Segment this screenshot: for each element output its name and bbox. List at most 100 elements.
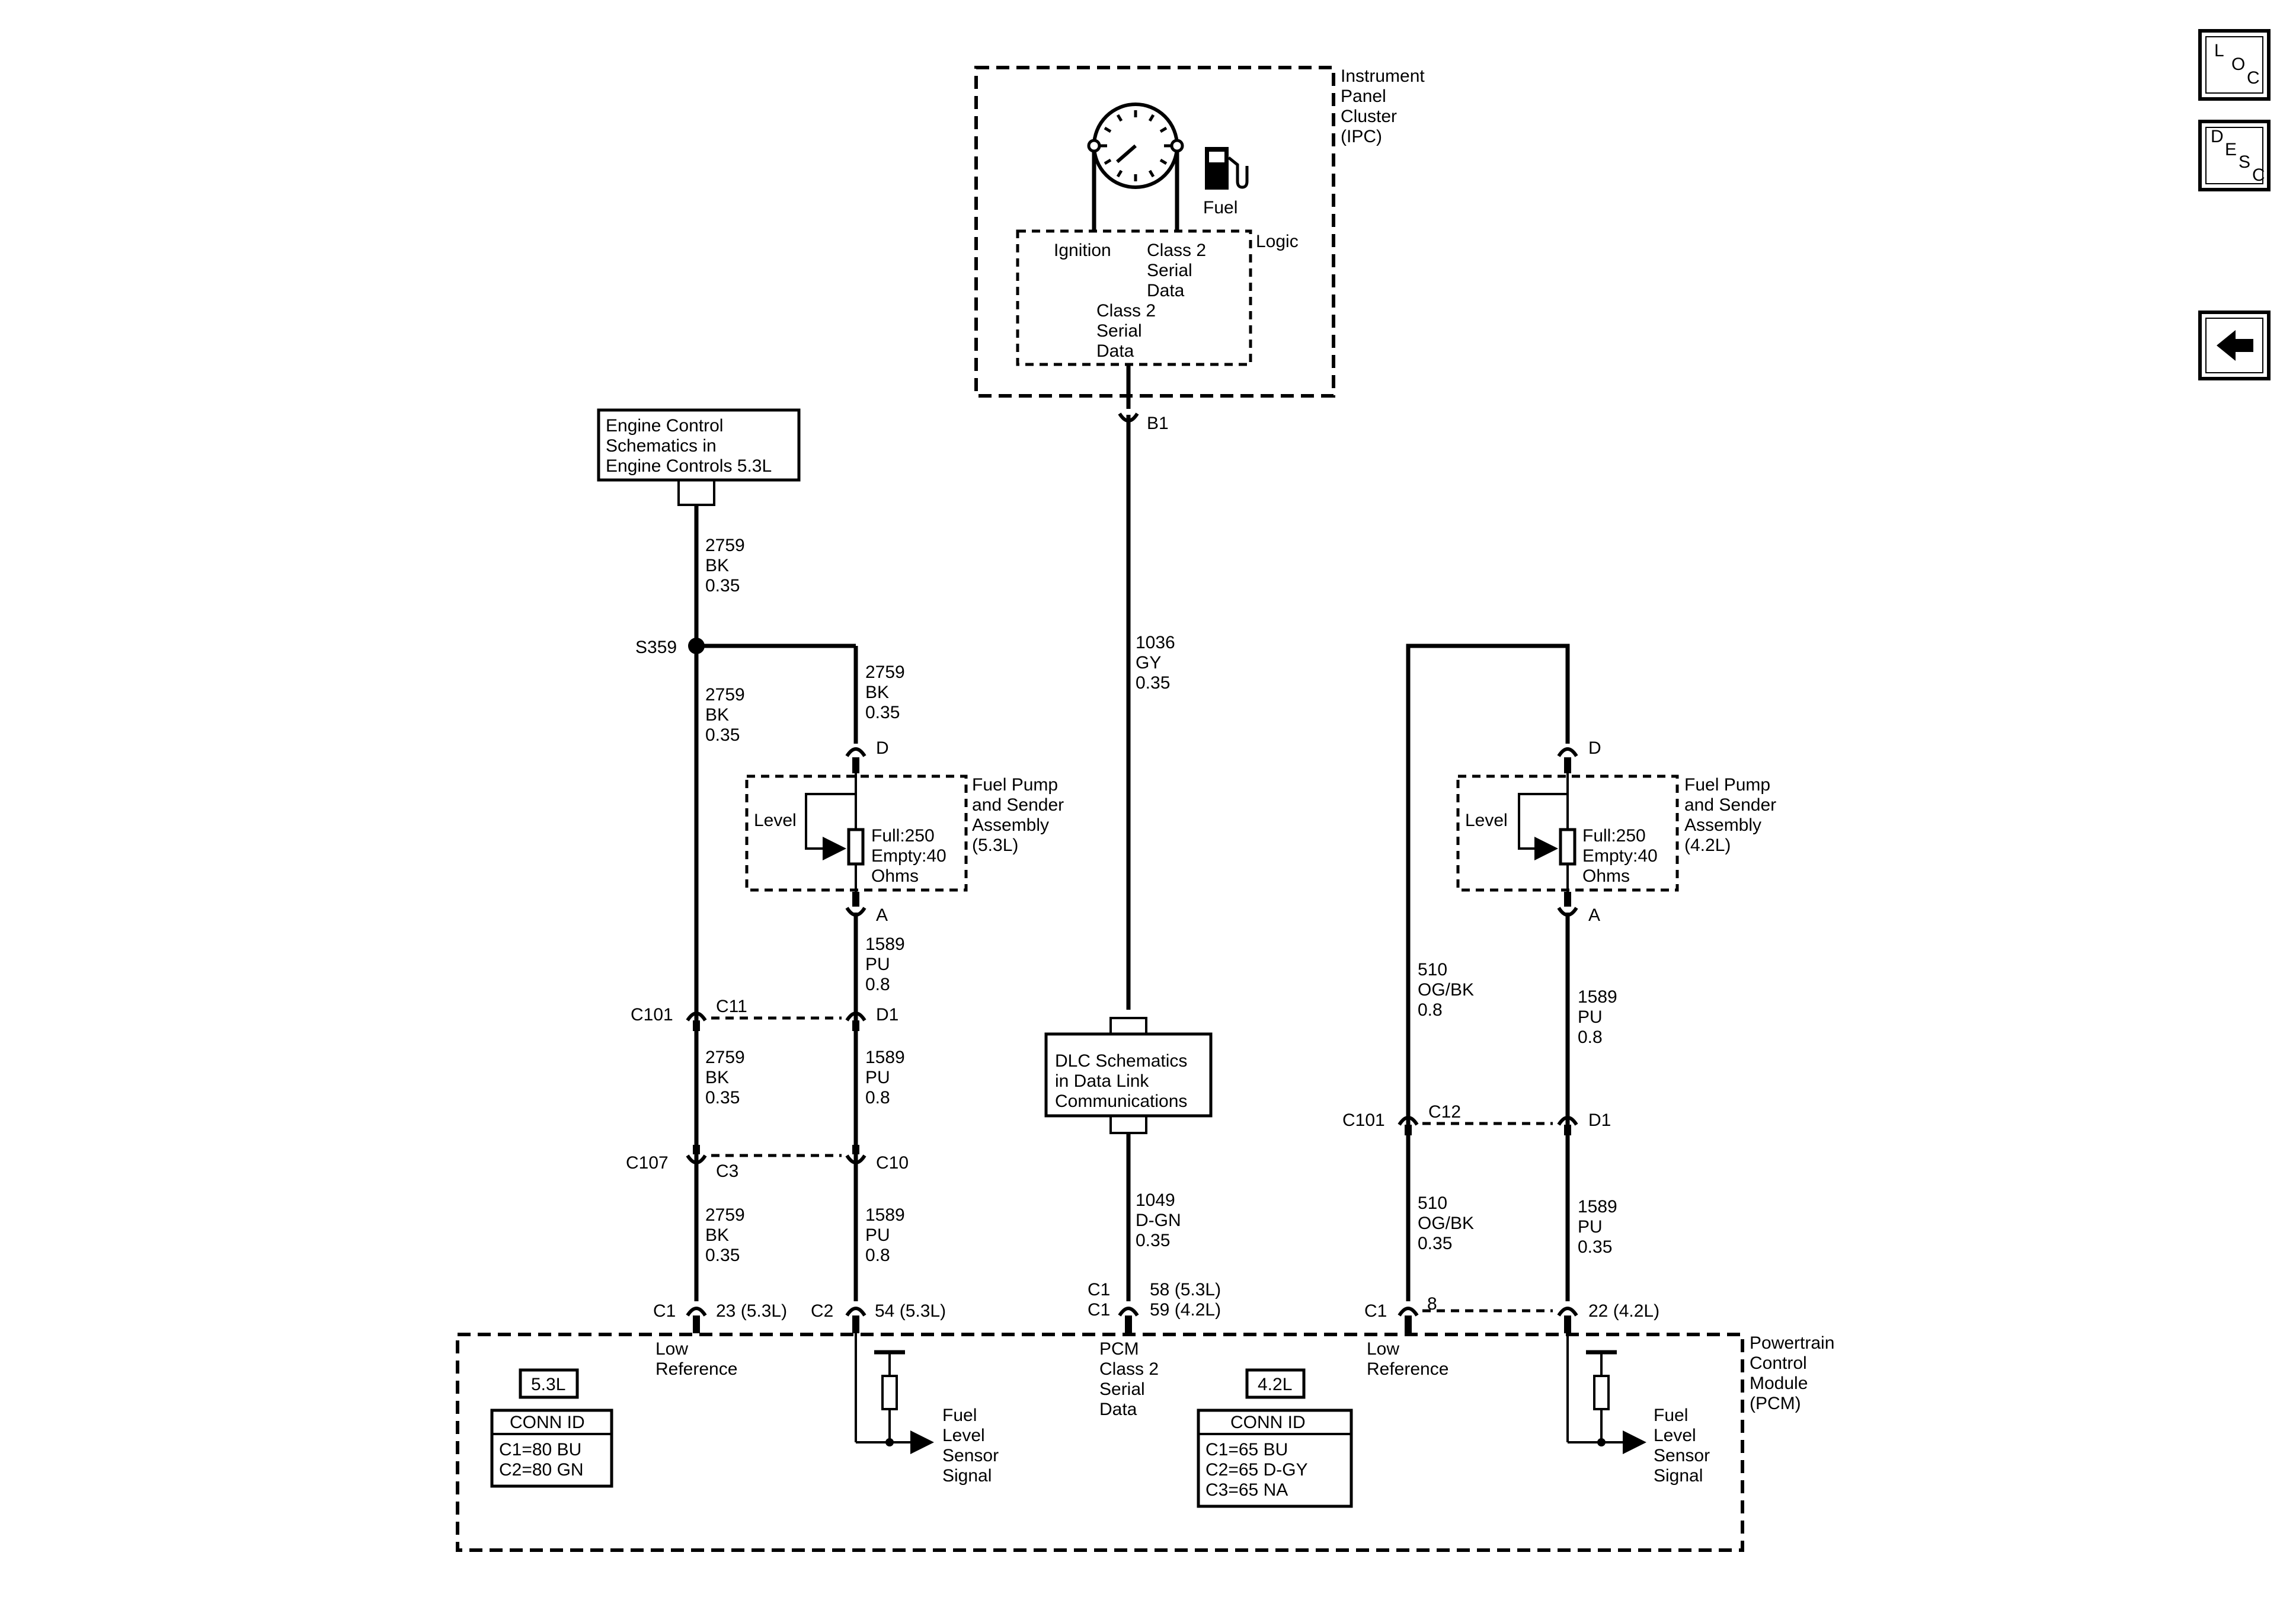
wire-510-bottom-color: OG/BK (1418, 1214, 1474, 1233)
connector-b1: B1 (1147, 414, 1169, 433)
fuel-pump-icon (1205, 147, 1249, 190)
conn-id-42-title: CONN ID (1230, 1413, 1306, 1432)
pcm-c1-left: C1 (653, 1301, 676, 1321)
engine-ref-line-1: Engine Control (606, 416, 723, 436)
arrow-left-icon (2217, 330, 2253, 361)
connector-c10: C10 (876, 1153, 909, 1173)
pcm-low-ref-right-1: Low (1367, 1339, 1399, 1359)
pcm-fuel-level-right-3: Sensor (1654, 1446, 1710, 1465)
left-sender-label-4: (5.3L) (972, 836, 1018, 855)
connector-c12: C12 (1428, 1102, 1461, 1122)
pcm-fuel-level-right-2: Level (1654, 1426, 1696, 1445)
wire-1049-color: D-GN (1136, 1211, 1181, 1230)
left-sender-full: Full:250 (871, 826, 935, 846)
right-sender-full: Full:250 (1582, 826, 1646, 846)
engine-ref-line-2: Schematics in (606, 436, 717, 456)
ipc-class2-bottom-3: Data (1096, 341, 1134, 361)
connector-c101-right: C101 (1342, 1110, 1385, 1130)
wire-1589-c10-size: 0.8 (865, 1246, 890, 1265)
wire-1589-right-bottom-circuit: 1589 (1578, 1197, 1617, 1217)
wire-1036-circuit: 1036 (1136, 633, 1175, 652)
ipc-class2-bottom-2: Serial (1096, 321, 1142, 341)
wire-1589-d1-size: 0.8 (865, 1088, 890, 1108)
pcm-c1-right: C1 (1364, 1301, 1387, 1321)
ipc-class2-bottom-1: Class 2 (1096, 301, 1156, 321)
pcm-label-4: (PCM) (1750, 1394, 1801, 1413)
ipc-logic-label: Logic (1256, 232, 1299, 251)
conn-id-53-table (490, 1409, 613, 1488)
wire-510-top-color: OG/BK (1418, 980, 1474, 1000)
left-sender-pin-a: A (876, 905, 888, 925)
pcm-fuel-level-left-1: Fuel (942, 1406, 977, 1425)
connector-c11: C11 (716, 997, 747, 1016)
conn-id-53-badge-text: 5.3L (531, 1375, 565, 1394)
wire-510-top-size: 0.8 (1418, 1000, 1443, 1020)
pcm-low-ref-left-1: Low (655, 1339, 688, 1359)
ipc-ignition-label: Ignition (1054, 241, 1111, 260)
wire-510-bottom-circuit: 510 (1418, 1193, 1447, 1213)
pcm-serial-3: Serial (1099, 1379, 1145, 1399)
pcm-boundary (456, 1333, 1744, 1552)
right-sender-ohms: Ohms (1582, 866, 1630, 886)
pcm-c2: C2 (811, 1301, 833, 1321)
wire-2759-branch-circuit: 2759 (865, 662, 905, 682)
pcm-fuel-level-left-4: Signal (942, 1466, 992, 1486)
pcm-pin-59: 59 (4.2L) (1150, 1300, 1221, 1320)
engine-ref-line-3: Engine Controls 5.3L (606, 456, 772, 476)
desc-letter-2: E (2225, 140, 2237, 159)
wire-1589-a-circuit: 1589 (865, 934, 905, 954)
right-sender-empty: Empty:40 (1582, 846, 1658, 866)
ipc-label-1: Instrument (1341, 66, 1425, 86)
wire-2759-c107-circuit: 2759 (705, 1205, 745, 1225)
wire-2759-c107-color: BK (705, 1225, 729, 1245)
connector-d1-left: D1 (876, 1005, 898, 1025)
desc-button[interactable]: D E S C (2198, 120, 2271, 191)
wire-510-bottom-size: 0.35 (1418, 1234, 1452, 1253)
wire-2759-top-color: BK (705, 556, 729, 575)
back-button[interactable] (2198, 311, 2271, 380)
desc-letter-1: D (2211, 127, 2224, 146)
wire-1049-size: 0.35 (1136, 1231, 1170, 1250)
pcm-low-ref-left-2: Reference (655, 1359, 737, 1379)
dlc-ref-line-3: Communications (1055, 1092, 1187, 1111)
conn-id-53-title: CONN ID (510, 1413, 585, 1432)
left-sender-resistor (847, 828, 865, 866)
pcm-c1-mid-b: C1 (1088, 1300, 1110, 1320)
wire-2759-branch-size: 0.35 (865, 703, 900, 722)
dlc-reference-box[interactable] (1044, 1032, 1213, 1118)
wire-1589-a-color: PU (865, 955, 890, 974)
ipc-label-2: Panel (1341, 87, 1386, 106)
right-sender-level: Level (1465, 811, 1508, 830)
wire-510-top-circuit: 510 (1418, 960, 1447, 980)
pcm-fuel-level-right-4: Signal (1654, 1466, 1703, 1486)
left-sender-ohms: Ohms (871, 866, 919, 886)
pcm-right-sensor-circuit (1566, 1333, 1646, 1454)
pcm-serial-1: PCM (1099, 1339, 1139, 1359)
splice-label: S359 (635, 638, 677, 657)
wire-2759-mid-color: BK (705, 705, 729, 725)
pcm-low-ref-right-2: Reference (1367, 1359, 1448, 1379)
loc-letter-2: O (2231, 55, 2245, 74)
right-sender-label-1: Fuel Pump (1684, 775, 1770, 795)
wire-1049-circuit: 1049 (1136, 1190, 1175, 1210)
right-sender-label-3: Assembly (1684, 815, 1761, 835)
loc-letter-3: C (2247, 68, 2260, 88)
pcm-left-sensor-circuit (855, 1333, 934, 1454)
wire-1589-d1-color: PU (865, 1068, 890, 1087)
left-sender-empty: Empty:40 (871, 846, 946, 866)
pcm-label-3: Module (1750, 1374, 1808, 1393)
left-sender-label-1: Fuel Pump (972, 775, 1058, 795)
connector-c107: C107 (626, 1153, 669, 1173)
wire-1589-right-bottom-color: PU (1578, 1217, 1603, 1237)
conn-id-42-badge (1245, 1368, 1306, 1399)
pcm-label-1: Powertrain (1750, 1333, 1834, 1353)
wire-2759-top-circuit: 2759 (705, 536, 745, 555)
desc-letter-4: C (2252, 165, 2265, 185)
gauge-icon (1087, 103, 1184, 189)
wire-1589-c10-color: PU (865, 1225, 890, 1245)
engine-reference-box[interactable] (597, 408, 801, 482)
conn-id-53-badge (519, 1368, 579, 1399)
pcm-pins (686, 1307, 1578, 1333)
connector-c101-left: C101 (631, 1005, 673, 1025)
loc-button[interactable]: L O C (2198, 29, 2271, 101)
